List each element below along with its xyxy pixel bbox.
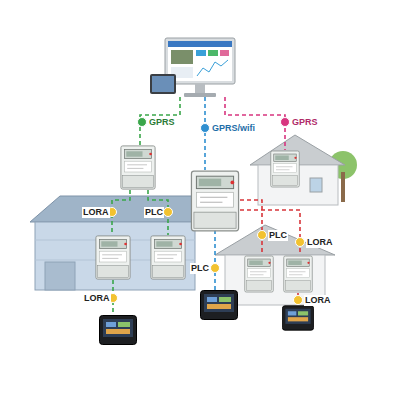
in-home-display	[100, 316, 137, 345]
signal-label: LORA	[306, 237, 334, 248]
signal-label: PLC	[144, 207, 164, 218]
smart-meter	[96, 236, 130, 279]
smart-meter	[191, 171, 238, 231]
computer-monitor	[150, 38, 235, 97]
signal-label: LORA	[83, 293, 111, 304]
signal-label: PLC	[190, 263, 210, 274]
signal-label: GPRS/wifi	[211, 123, 256, 134]
signal-label: LORA	[304, 295, 332, 306]
signal-label: GPRS	[291, 117, 319, 128]
in-home-display	[282, 306, 313, 330]
signal-badges	[108, 118, 305, 305]
house	[250, 135, 357, 205]
signal-label: LORA	[82, 207, 110, 218]
link-lines	[112, 97, 300, 315]
smart-meter	[245, 256, 274, 292]
smart-meter	[284, 256, 313, 292]
smart-meter	[271, 151, 300, 187]
smart-meter	[121, 146, 155, 189]
factory-building	[30, 196, 198, 290]
in-home-display	[201, 291, 238, 320]
signal-label: PLC	[268, 230, 288, 241]
signal-label: GPRS	[148, 117, 176, 128]
smart-meter	[151, 236, 185, 279]
